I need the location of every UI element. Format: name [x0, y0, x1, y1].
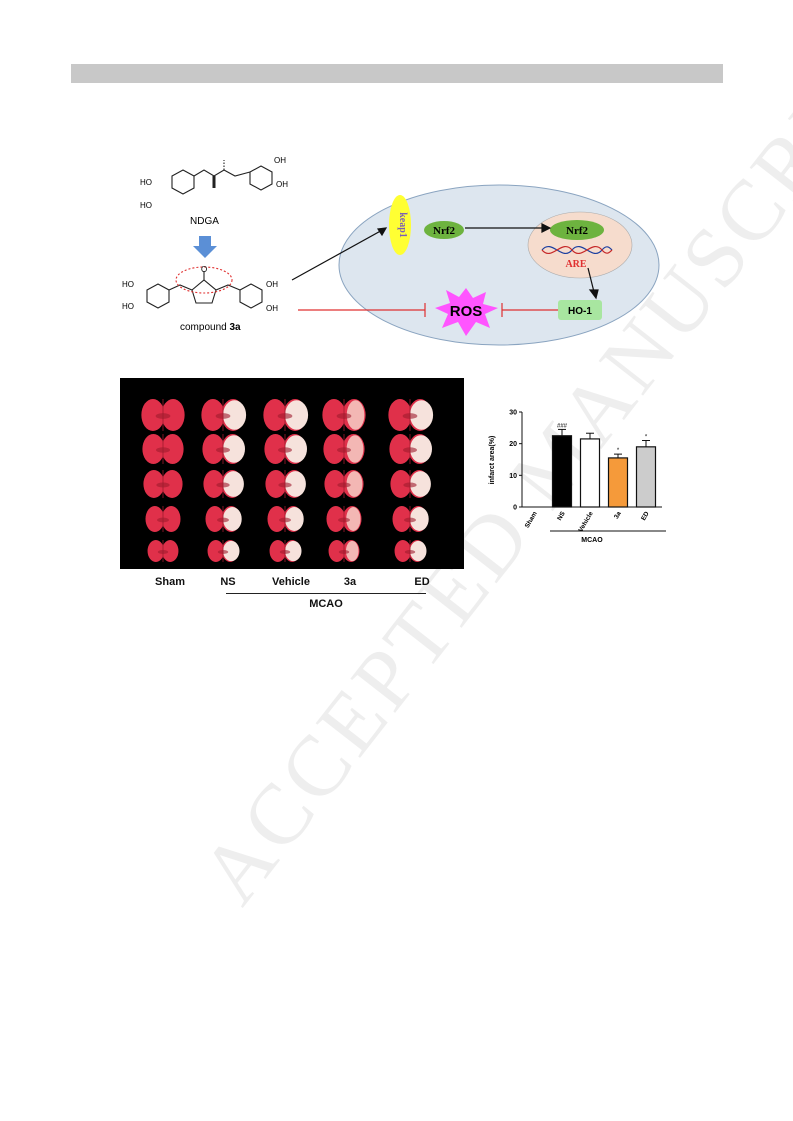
y-tick-label: 10	[509, 473, 517, 480]
nrf2-nucleus	[550, 220, 604, 240]
significance-marker: ###	[557, 423, 568, 429]
c3a-oh-1: OH	[266, 280, 278, 289]
ndga-oh-2: OH	[276, 180, 288, 189]
ho1-label: HO-1	[568, 306, 592, 317]
y-tick-label: 20	[509, 441, 517, 448]
group-label-3a: 3a	[343, 576, 357, 588]
c3a-oh-2: OH	[266, 304, 278, 313]
brain-slice	[322, 399, 366, 431]
brain-slice	[203, 470, 244, 498]
brain-slice	[392, 506, 429, 532]
brain-slice	[328, 540, 360, 562]
brain-slice	[267, 506, 304, 532]
nrf2-cyto	[424, 221, 464, 239]
chemistry-structures: HO HO OH OH NDGA O HO HO OH OH compound …	[122, 156, 288, 333]
brain-slice	[147, 540, 179, 562]
x-tick-label: Vehicle	[577, 510, 594, 533]
keap1-label: keap1	[397, 212, 408, 238]
y-tick-label: 0	[513, 505, 517, 512]
nrf2-cyto-label: Nrf2	[433, 225, 455, 237]
brain-slice	[263, 399, 309, 431]
pathway-arrows	[291, 223, 599, 300]
ketone-o: O	[201, 265, 207, 274]
brain-slice	[145, 506, 181, 532]
ndga-ho-1: HO	[140, 178, 152, 187]
brain-slice	[143, 470, 183, 498]
c3a-ho-2: HO	[122, 302, 134, 311]
brain-slice	[201, 399, 247, 431]
brain-slice	[202, 434, 245, 464]
nrf2-nucleus-label: Nrf2	[566, 225, 588, 237]
x-tick-label: NS	[556, 510, 567, 522]
ndga-label: NDGA	[190, 216, 219, 227]
keap1-oval	[389, 195, 411, 255]
ndga-structure	[171, 160, 273, 195]
c3a-ho-1: HO	[122, 280, 134, 289]
ros-star	[435, 288, 498, 336]
y-tick-label: 30	[509, 410, 517, 417]
brain-slice	[207, 540, 240, 562]
group-label-sham: Sham	[155, 576, 185, 588]
ndga-oh-1: OH	[274, 156, 286, 165]
header-bar	[71, 64, 723, 83]
bar	[635, 446, 657, 508]
brain-slice	[389, 434, 432, 464]
mcao-label: MCAO	[309, 598, 343, 610]
mcao-bracket	[226, 593, 426, 594]
dna-helix	[541, 246, 613, 254]
ho1-box	[558, 300, 602, 320]
bar	[551, 435, 573, 508]
compound-label: compound 3a	[180, 322, 241, 333]
chart-group-label: MCAO	[581, 537, 603, 544]
brain-slice	[326, 506, 362, 532]
brain-slice	[142, 434, 184, 464]
inhibition-lines	[298, 303, 558, 317]
brain-slice	[265, 470, 306, 498]
y-axis-label: infarct area(%)	[489, 436, 496, 485]
group-label-vehicle: Vehicle	[272, 576, 310, 588]
brain-slice	[388, 399, 434, 431]
significance-marker: *	[645, 435, 648, 441]
brain-slice	[269, 540, 302, 562]
bar	[607, 457, 629, 508]
pathway-diagram: keap1 Nrf2 Nrf2 ARE ROS HO-1	[291, 184, 660, 346]
brain-slice	[205, 506, 242, 532]
brain-slice	[264, 434, 307, 464]
are-label: ARE	[565, 259, 586, 270]
synthesis-arrow	[193, 236, 217, 258]
brain-slice	[324, 470, 364, 498]
compound-3a-structure	[146, 266, 263, 309]
bar	[579, 438, 601, 508]
group-label-ed: ED	[414, 576, 430, 588]
brain-slices-image	[120, 378, 464, 569]
x-tick-label: ED	[640, 510, 651, 522]
brain-slice	[323, 434, 365, 464]
ndga-ho-2: HO	[140, 201, 152, 210]
brain-slice	[394, 540, 427, 562]
x-tick-label: 3a	[613, 510, 623, 520]
group-label-ns: NS	[220, 576, 236, 588]
brain-slice	[390, 470, 431, 498]
x-tick-label: Sham	[524, 510, 539, 529]
brain-slice	[141, 399, 185, 431]
ros-label: ROS	[450, 303, 483, 320]
significance-marker: *	[617, 448, 620, 454]
